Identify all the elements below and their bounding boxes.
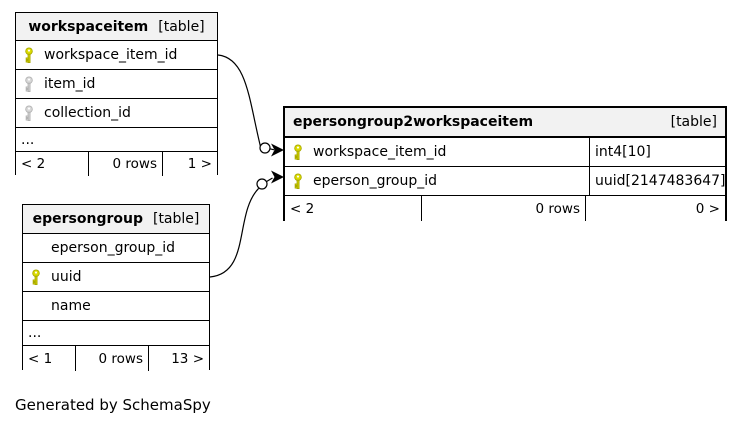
footer-children[interactable]: 0 > — [695, 200, 720, 217]
column-row-name: name — [23, 292, 209, 321]
table-tag: [table] — [158, 18, 205, 35]
column-row-item-id: item_id — [16, 70, 217, 99]
table-name[interactable]: epersongroup2workspaceitem — [293, 114, 534, 130]
column-name: item_id — [44, 76, 96, 92]
more-columns-ellipsis: ... — [23, 321, 209, 346]
table-footer: < 2 0 rows 0 > — [285, 196, 725, 221]
column-name: workspace_item_id — [44, 47, 178, 63]
footer-parents[interactable]: < 2 — [16, 152, 89, 176]
table-name[interactable]: workspaceitem — [28, 18, 149, 35]
column-name: name — [51, 298, 91, 314]
more-columns-ellipsis: ... — [16, 128, 217, 152]
column-row-uuid: uuid — [23, 263, 209, 292]
muted-key-icon — [24, 105, 34, 121]
column-name: eperson_group_id — [51, 240, 176, 256]
column-row-eperson-group-id: eperson_group_id uuid[2147483647] — [285, 167, 726, 196]
table-footer: < 1 0 rows 13 > — [23, 346, 209, 371]
table-header[interactable]: epersongroup [table] — [23, 205, 209, 234]
footer-parents[interactable]: < 1 — [23, 346, 76, 371]
table-header[interactable]: epersongroup2workspaceitem [table] — [285, 108, 725, 138]
footer-row-count: 0 rows — [422, 196, 586, 221]
primary-key-icon — [31, 269, 41, 285]
table-header[interactable]: workspaceitem [table] — [16, 13, 217, 41]
arrowhead — [271, 143, 284, 157]
column-name: workspace_item_id — [313, 144, 447, 160]
column-type: int4[10] — [589, 138, 725, 166]
table-workspaceitem[interactable]: workspaceitem [table] workspace_item_id — [15, 12, 218, 176]
footer-children[interactable]: 1 > — [187, 156, 212, 172]
generated-by-note: Generated by SchemaSpy — [15, 396, 211, 414]
table-epersongroup2workspaceitem[interactable]: epersongroup2workspaceitem [table] works… — [283, 106, 727, 221]
column-name: eperson_group_id — [313, 173, 438, 189]
table-epersongroup[interactable]: epersongroup [table] eperson_group_id uu… — [22, 204, 210, 371]
table-tag: [table] — [152, 211, 200, 227]
table-name[interactable]: epersongroup — [32, 211, 143, 227]
footer-parents[interactable]: < 2 — [285, 196, 422, 221]
footer-children[interactable]: 13 > — [171, 350, 204, 367]
column-name: uuid — [51, 269, 82, 285]
column-row-collection-id: collection_id — [16, 99, 217, 128]
footer-row-count: 0 rows — [76, 346, 149, 371]
column-row-eperson-group-id: eperson_group_id — [23, 234, 209, 263]
arrowhead — [271, 170, 284, 184]
zero-or-one-circle — [256, 178, 268, 190]
muted-key-icon — [24, 76, 34, 92]
primary-key-icon — [293, 173, 303, 189]
column-name: collection_id — [44, 105, 131, 121]
relationship-workspaceitem-junction — [217, 54, 284, 157]
zero-or-one-circle — [259, 142, 271, 154]
primary-key-icon — [24, 47, 34, 63]
column-row-workspace-item-id: workspace_item_id int4[10] — [285, 138, 725, 167]
relationship-epersongroup-junction — [209, 170, 284, 278]
primary-key-icon — [293, 144, 303, 160]
column-row-workspace-item-id: workspace_item_id — [16, 41, 217, 70]
column-type: uuid[2147483647] — [589, 167, 726, 195]
footer-row-count: 0 rows — [89, 152, 163, 176]
table-footer: < 2 0 rows 1 > — [16, 152, 217, 176]
table-tag: [table] — [670, 114, 717, 130]
